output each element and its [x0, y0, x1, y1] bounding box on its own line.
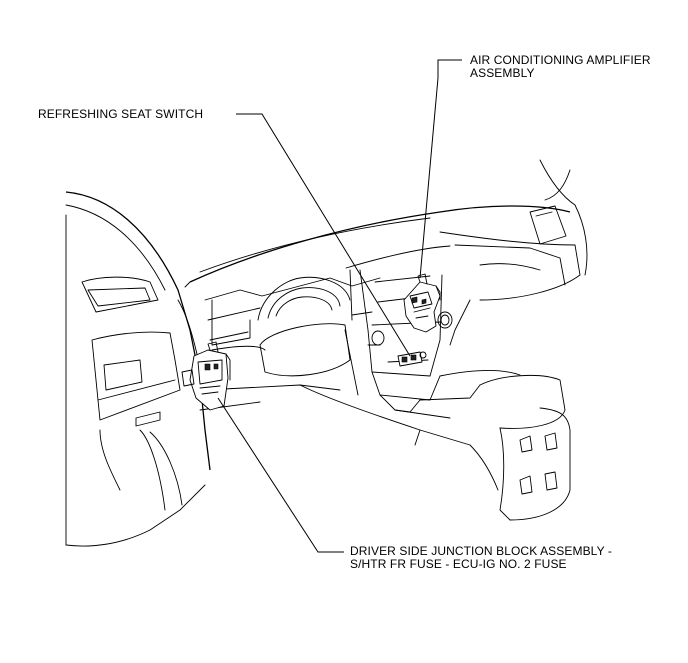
junction-block-part — [181, 341, 231, 411]
ac-amplifier-label: AIR CONDITIONING AMPLIFIER ASSEMBLY — [470, 54, 651, 80]
driver-door — [65, 191, 211, 547]
junction-block-label-line2: S/HTR FR FUSE - ECU-IG NO. 2 FUSE — [350, 557, 567, 571]
junction-block-leader — [217, 397, 344, 553]
leader-lines — [217, 59, 462, 553]
ac-amplifier-part — [403, 273, 441, 333]
ac-amplifier-leader — [419, 59, 462, 279]
refreshing-seat-switch-part — [397, 351, 427, 367]
seat-switch-leader — [236, 113, 411, 357]
ac-amplifier-label-line2: ASSEMBLY — [470, 66, 535, 80]
junction-block-label: DRIVER SIDE JUNCTION BLOCK ASSEMBLY - S/… — [350, 545, 612, 571]
junction-block-label-line1: DRIVER SIDE JUNCTION BLOCK ASSEMBLY - — [350, 544, 612, 558]
seat-switch-label: REFRESHING SEAT SWITCH — [38, 108, 203, 121]
dashboard — [184, 159, 588, 521]
ac-amplifier-label-line1: AIR CONDITIONING AMPLIFIER — [470, 53, 651, 67]
seat-switch-label-line1: REFRESHING SEAT SWITCH — [38, 107, 204, 121]
